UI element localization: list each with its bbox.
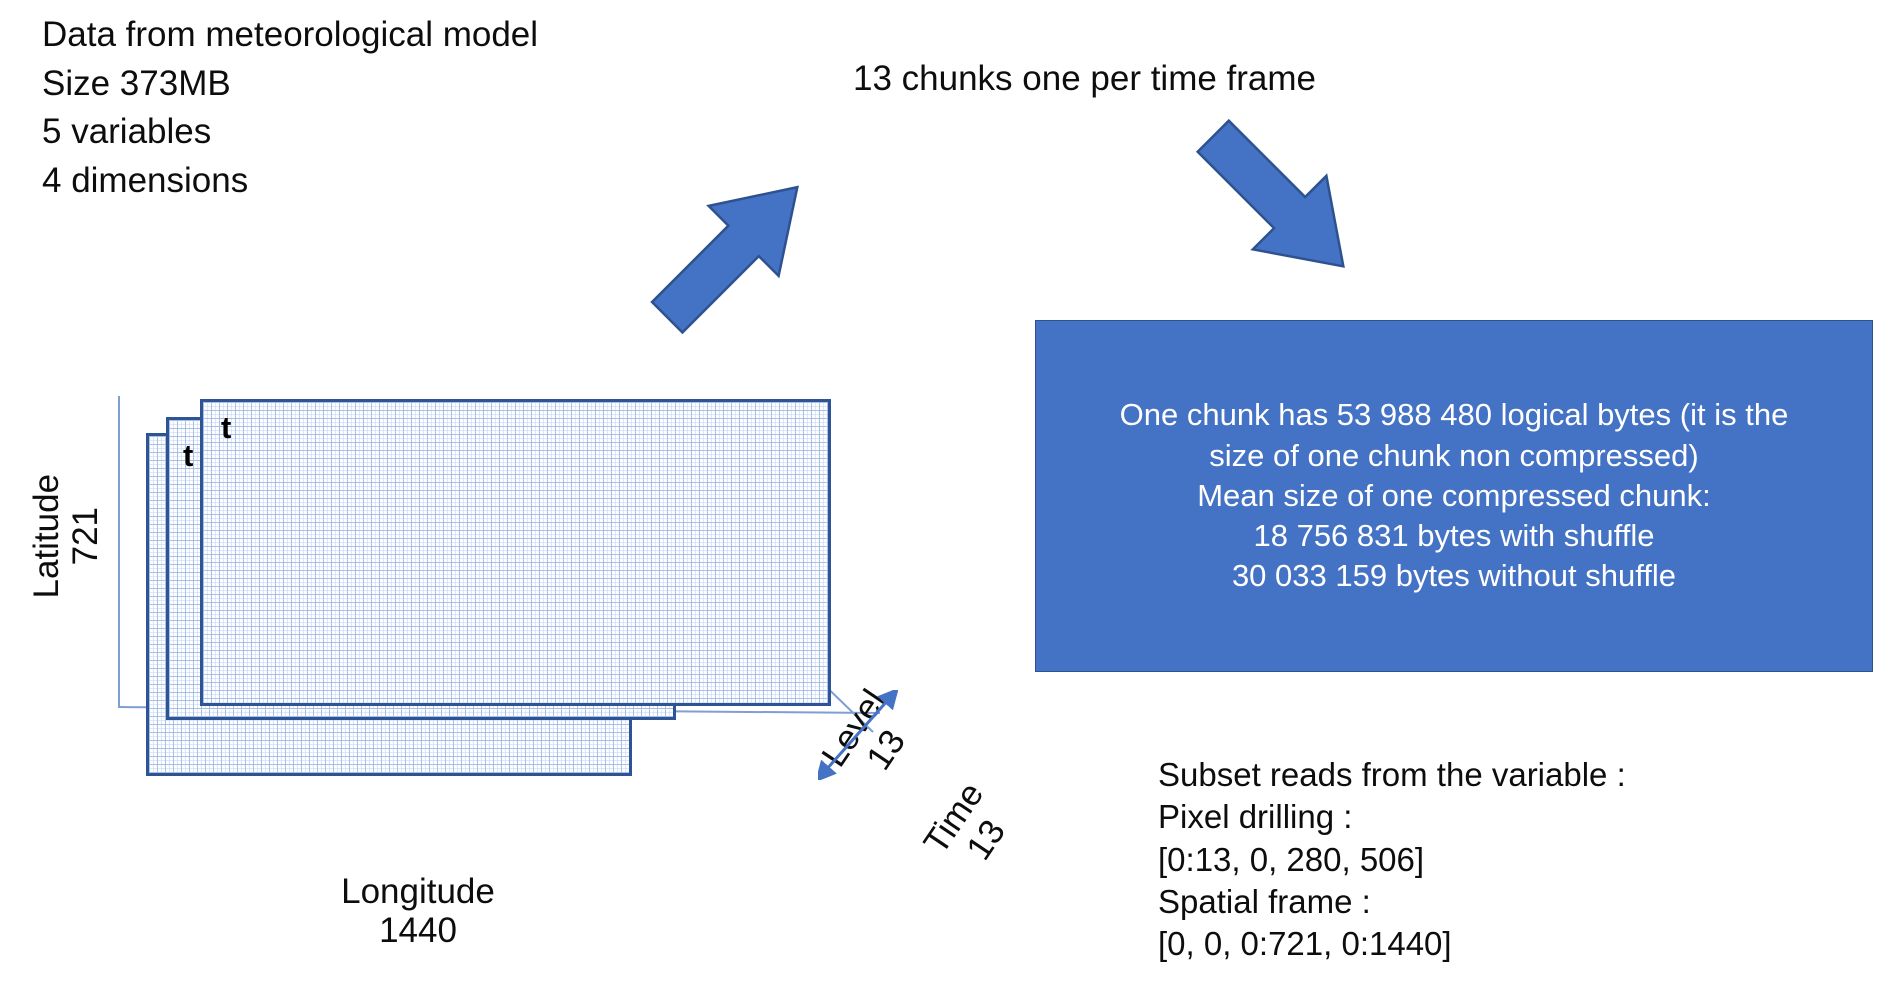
chunk-line-5: 30 033 159 bytes without shuffle bbox=[1231, 558, 1677, 594]
chunk-line-2: size of one chunk non compressed) bbox=[1209, 437, 1699, 473]
subset-spatial-frame-label: Spatial frame : bbox=[1158, 882, 1371, 920]
down-right-arrow-icon bbox=[1184, 112, 1374, 292]
subset-pixel-drilling-value: [0:13, 0, 280, 506] bbox=[1158, 840, 1425, 878]
latitude-axis-size: 721 bbox=[66, 506, 105, 566]
intro-line-size: Size 373MB bbox=[42, 63, 231, 103]
latitude-axis-name: Latitude bbox=[26, 473, 66, 599]
intro-line-variables: 5 variables bbox=[42, 112, 212, 151]
chunks-caption: 13 chunks one per time frame bbox=[853, 59, 1317, 98]
subset-spatial-frame-value: [0, 0, 0:721, 0:1440] bbox=[1158, 925, 1452, 962]
longitude-axis-label: Longitude 1440 bbox=[258, 872, 578, 950]
chunk-info-box: One chunk has 53 988 480 logical bytes (… bbox=[1035, 320, 1873, 672]
chunk-line-4: 18 756 831 bytes with shuffle bbox=[1253, 518, 1655, 554]
chunk-line-1: One chunk has 53 988 480 logical bytes (… bbox=[1119, 397, 1789, 433]
longitude-axis-name: Longitude bbox=[341, 872, 495, 911]
intro-line-dimensions: 4 dimensions bbox=[42, 160, 249, 200]
level-double-arrow-icon bbox=[815, 687, 899, 783]
grid-panel-front: t bbox=[200, 399, 831, 706]
panel-tag-front: t bbox=[221, 410, 232, 445]
subset-heading: Subset reads from the variable : bbox=[1158, 756, 1626, 793]
subset-pixel-drilling-label: Pixel drilling : bbox=[1158, 798, 1353, 836]
chunk-line-3: Mean size of one compressed chunk: bbox=[1197, 477, 1711, 513]
latitude-axis-line bbox=[118, 396, 120, 708]
time-axis-label: Time 13 bbox=[893, 741, 1047, 917]
panel-tag-middle: t bbox=[183, 438, 194, 473]
chunk-info-lines: One chunk has 53 988 480 logical bytes (… bbox=[1098, 395, 1811, 596]
latitude-axis-label: Latitude 721 bbox=[27, 461, 105, 611]
intro-text-block: Data from meteorological model Size 373M… bbox=[42, 12, 538, 206]
up-right-arrow-icon bbox=[638, 164, 828, 339]
subset-reads-block: Subset reads from the variable : Pixel d… bbox=[1158, 755, 1626, 966]
intro-line-title: Data from meteorological model bbox=[42, 15, 539, 54]
longitude-axis-size: 1440 bbox=[379, 911, 457, 951]
